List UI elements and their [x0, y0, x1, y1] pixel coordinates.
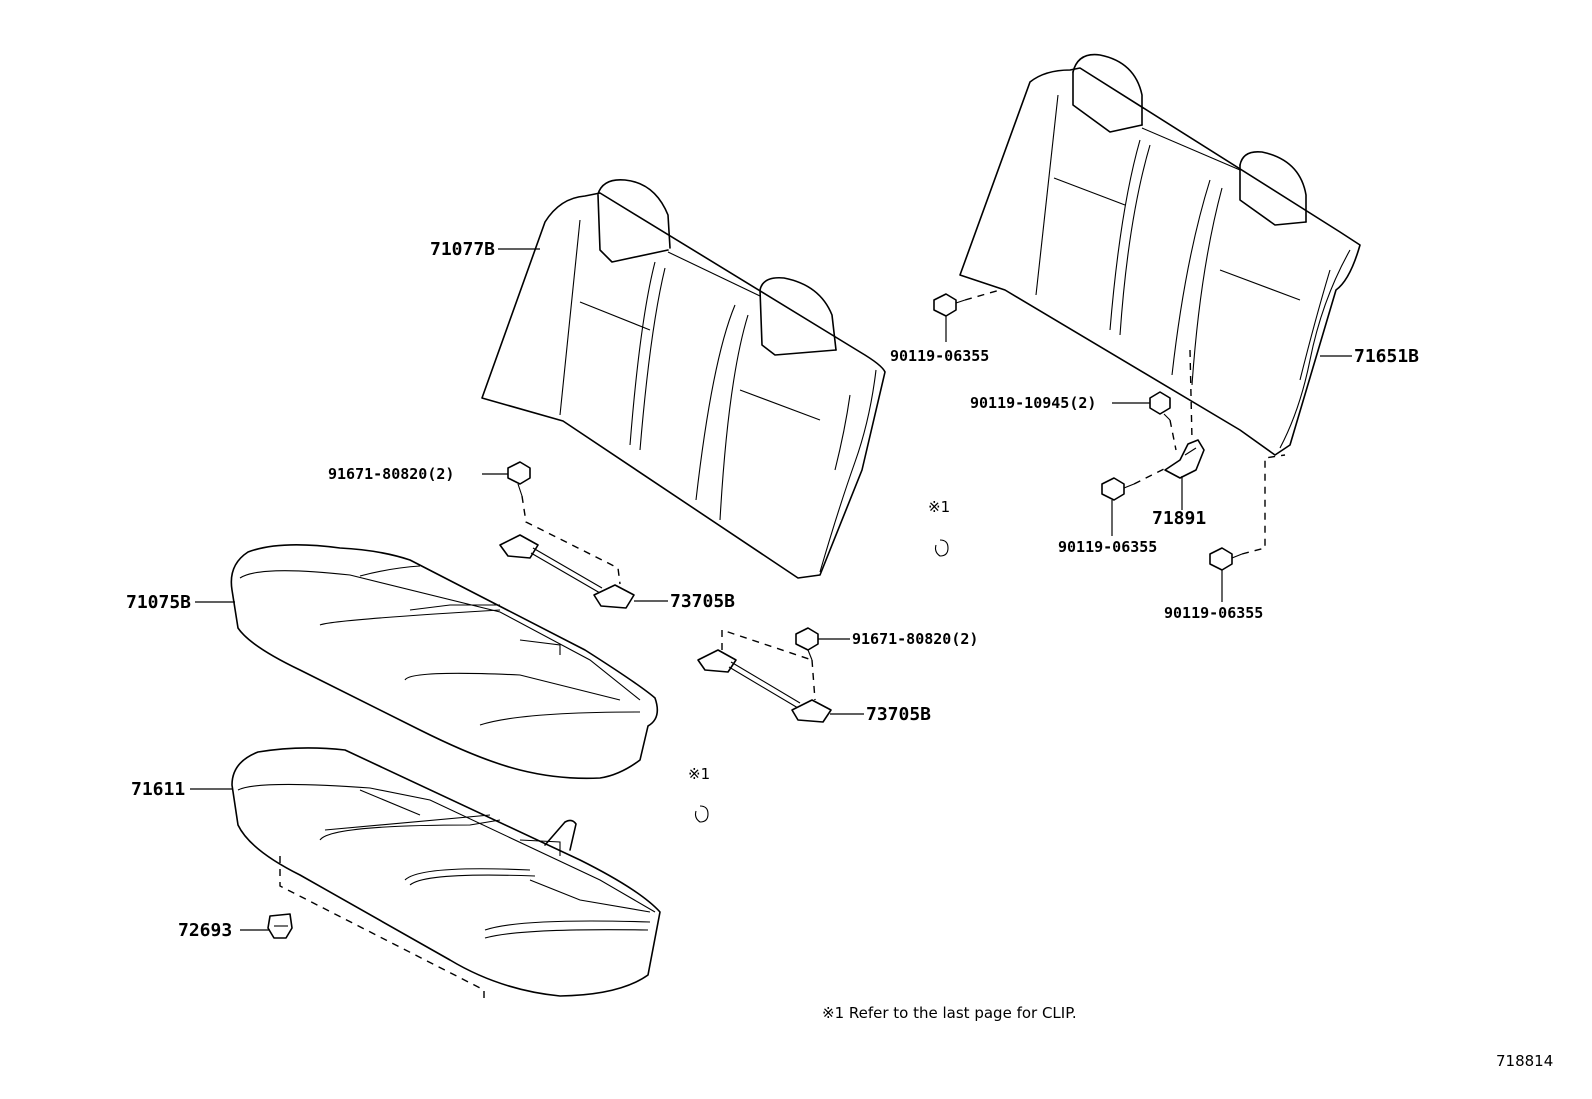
seatback-right-illustration	[959, 53, 1361, 456]
part-label-cushion-cover: 71075B	[126, 592, 191, 613]
footnote: ※1 Refer to the last page for CLIP.	[822, 1004, 1077, 1022]
clip-note-mark: ※1	[688, 765, 710, 783]
assembly-line	[1133, 467, 1167, 485]
part-label-hook-upper: 73705B	[670, 591, 735, 612]
bolt-icon	[1149, 391, 1171, 421]
bolt-label: 90119-06355	[890, 347, 989, 365]
hinge-bracket-illustration	[1164, 439, 1205, 479]
clip-symbol-icon	[934, 539, 949, 557]
clip-retainer-icon	[267, 913, 293, 939]
bolt-label: 90119-06355	[1058, 538, 1157, 556]
part-label-seatback-left: 71077B	[430, 239, 495, 260]
assembly-line	[1241, 454, 1286, 555]
part-label-clip-retainer: 72693	[178, 920, 232, 941]
bolt-label: 90119-10945(2)	[970, 394, 1096, 412]
part-label-cushion-pad: 71611	[131, 779, 185, 800]
seatback-left-illustration	[481, 178, 886, 579]
part-label-hinge-bracket: 71891	[1152, 508, 1206, 529]
clip-symbol-icon	[694, 805, 709, 823]
cushion-cover-illustration	[230, 544, 659, 780]
bolt-icon	[795, 627, 819, 661]
bolt-label: 91671-80820(2)	[852, 630, 978, 648]
hook-assembly-upper	[499, 534, 635, 609]
cushion-pad-illustration	[231, 747, 661, 997]
assembly-line	[521, 495, 621, 585]
bolt-icon	[507, 461, 531, 497]
bolt-icon	[1209, 547, 1243, 571]
assembly-line	[964, 289, 1001, 301]
assembly-line	[279, 856, 485, 1002]
assembly-line	[1169, 419, 1177, 451]
diagram-reference-number: 718814	[1496, 1052, 1553, 1070]
bolt-label: 90119-06355	[1164, 604, 1263, 622]
part-label-seatback-right: 71651B	[1354, 346, 1419, 367]
clip-note-mark: ※1	[928, 498, 950, 516]
assembly-line	[721, 629, 816, 701]
bolt-icon	[933, 293, 966, 317]
assembly-line	[1189, 349, 1193, 441]
part-label-hook-lower: 73705B	[866, 704, 931, 725]
bolt-label: 91671-80820(2)	[328, 465, 454, 483]
hook-assembly-lower	[697, 649, 832, 723]
bolt-icon	[1101, 477, 1135, 501]
